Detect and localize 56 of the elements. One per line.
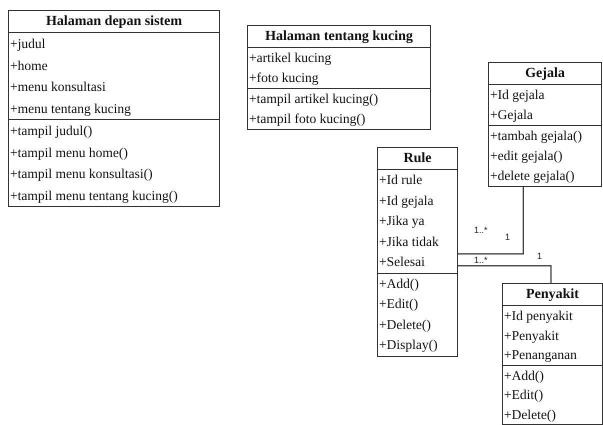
- method-text: +edit gejala(): [489, 147, 564, 165]
- attribute-text: +home: [9, 56, 49, 74]
- association-line: [458, 265, 552, 283]
- method-text: +Add(): [378, 274, 420, 293]
- class-name: Gejala: [524, 65, 566, 83]
- class-box: [502, 283, 603, 425]
- method-compartment: [489, 125, 601, 186]
- attribute-text: +Id gejala: [378, 192, 434, 210]
- attribute-text: +foto kucing: [248, 69, 320, 87]
- attribute-text: +Id rule: [378, 171, 424, 189]
- attribute-text: +Selesai: [378, 253, 426, 271]
- method-text: +tampil menu konsultasi(): [9, 165, 154, 183]
- method-text: +tampil artikel kucing(): [248, 90, 380, 108]
- method-text: +Delete(): [378, 316, 432, 334]
- attribute-text: +artikel kucing: [248, 49, 332, 67]
- multiplicity-label: 1..*: [474, 255, 488, 265]
- attribute-compartment: [9, 32, 219, 119]
- multiplicity-label: 1: [537, 251, 542, 261]
- method-compartment: [248, 88, 430, 129]
- class-name: Halaman tentang kucing: [264, 28, 414, 46]
- attribute-text: +menu konsultasi: [9, 78, 107, 96]
- class-name: Penyakit: [525, 286, 580, 304]
- attribute-text: +Penyakit: [503, 326, 560, 345]
- multiplicity-label: 1..*: [474, 225, 488, 235]
- attribute-compartment: [248, 47, 430, 88]
- method-compartment: [503, 364, 602, 424]
- attribute-text: +menu tentang kucing: [9, 100, 132, 118]
- method-text: +Edit(): [378, 295, 420, 313]
- attribute-text: +Jika tidak: [378, 232, 440, 250]
- class-name: Rule: [402, 150, 432, 168]
- attribute-compartment: [489, 84, 601, 125]
- attribute-text: +Penanganan: [503, 346, 578, 364]
- multiplicity-label: 1: [505, 232, 510, 242]
- association-line: [458, 187, 524, 254]
- class-name: Halaman depan sistem: [44, 13, 184, 31]
- attribute-text: +Id penyakit: [503, 307, 574, 325]
- method-text: +Delete(): [503, 406, 557, 424]
- attribute-text: +judul: [9, 35, 46, 53]
- method-text: +delete gejala(): [489, 167, 576, 185]
- attribute-text: +Jika ya: [378, 212, 426, 230]
- method-text: +tampil foto kucing(): [248, 110, 366, 128]
- method-text: +Edit(): [503, 386, 544, 404]
- method-compartment: [9, 119, 219, 206]
- attribute-text: +Id gejala: [489, 86, 546, 104]
- method-text: +tampil menu home(): [9, 144, 129, 162]
- attribute-compartment: [503, 305, 602, 364]
- method-text: +tampil menu tentang kucing(): [9, 186, 179, 205]
- method-text: +Add(): [503, 366, 545, 385]
- class-box: [8, 10, 220, 207]
- class-box: [488, 62, 602, 187]
- class-box: [247, 25, 431, 130]
- attribute-text: +Gejala: [489, 106, 534, 124]
- class-box: [377, 147, 458, 356]
- method-text: +tampil judul(): [9, 122, 94, 140]
- method-text: +Display(): [378, 336, 439, 354]
- method-text: +tambah gejala(): [489, 127, 583, 145]
